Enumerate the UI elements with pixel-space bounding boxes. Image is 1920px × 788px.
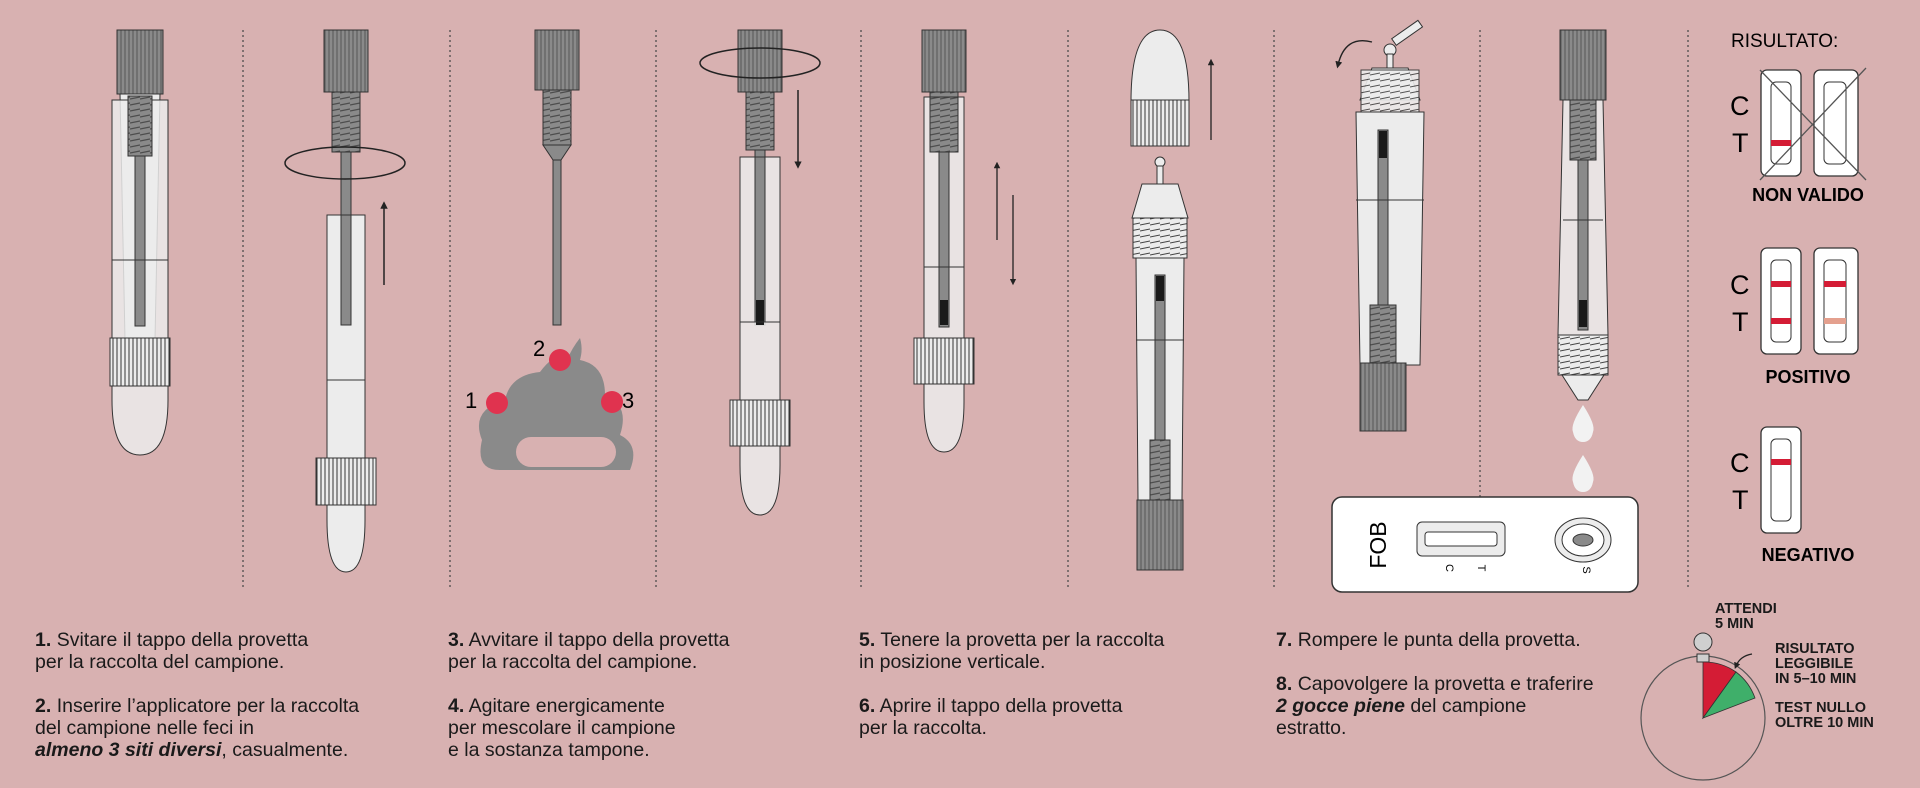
step-2-emphasis: almeno 3 siti diversi [35,739,222,761]
timer-readable-line-2: LEGGIBILE [1775,656,1853,672]
applicator-stool-illustration: 1 2 3 [465,29,634,470]
positive-t-letter: T [1732,307,1749,337]
step-8-tail: del campione [1404,695,1527,717]
procedure-diagram: 1 2 3 [109,19,1867,593]
step-6-number: 6. [859,695,876,717]
rotate-arrow-icon [699,47,821,79]
drop-1-icon [1572,405,1594,442]
instructions-col-3: 5. Tenere la provetta per la raccolta in… [859,629,1249,739]
negative-c-letter: C [1730,448,1750,478]
invalid-t-letter: T [1732,128,1749,158]
step-1-line-1: Svitare il tappo della provetta [56,629,309,651]
tube-dropping-illustration [1557,29,1609,492]
timer-readable-line-1: RISULTATO [1775,641,1854,657]
step-6-line-1: Aprire il tappo della provetta [879,695,1123,717]
instructions-col-1: 1. Svitare il tappo della provetta per l… [35,629,415,761]
tube-cap-removal-illustration [1130,29,1215,571]
step-8-number: 8. [1276,673,1293,695]
step-4-line-2: per mescolare il campione [448,717,676,739]
step-2-line-2: del campione nelle feci in [35,717,254,739]
sample-site-1-dot [486,392,508,414]
negative-t-letter: T [1732,485,1749,515]
step-6-line-2: per la raccolta. [859,717,987,739]
invalid-c-letter: C [1730,91,1750,121]
sample-site-1-label: 1 [465,388,477,413]
step-3-line-1: Avvitare il tappo della provetta [468,629,730,651]
stopwatch-icon [1640,632,1766,781]
step-2-tail: , casualmente. [221,739,349,761]
step-4-line-3: e la sostanza tampone. [448,739,650,761]
timer-void-line-2: OLTRE 10 MIN [1775,715,1874,731]
sample-site-3-label: 3 [622,388,634,413]
device-t-mark: T [1475,565,1487,572]
results-panel: RISULTATO: C T NON VALIDO C T POSITIVO C… [1730,31,1867,565]
device-label: FOB [1365,521,1391,568]
step-8-line-1: Capovolgere la provetta e traferire [1297,673,1594,695]
negative-label: NEGATIVO [1762,545,1855,565]
step-5-line-1: Tenere la provetta per la raccolta [880,629,1165,651]
tube-closed-illustration [109,29,171,456]
fob-test-device: FOB C T S [1331,496,1639,593]
drop-2-icon [1572,455,1594,492]
readable-sector [1701,671,1756,719]
instructions-col-2: 3. Avvitare il tappo della provetta per … [448,629,828,761]
step-3-number: 3. [448,629,465,651]
step-4-line-1: Agitare energicamente [468,695,665,717]
curved-arrow-icon [1335,40,1373,69]
step-5-number: 5. [859,629,876,651]
results-title: RISULTATO: [1731,31,1838,52]
step-7-number: 7. [1276,629,1293,651]
step-1-line-2: per la raccolta del campione. [35,651,285,673]
instructions-col-4: 7. Rompere le punta della provetta. 8. C… [1276,629,1656,739]
readable-arrow-icon [1734,653,1753,670]
tube-opening-illustration [284,29,406,573]
tube-closing-illustration [699,29,821,516]
invalid-label: NON VALIDO [1752,185,1864,205]
tube-tip-break-illustration [1335,19,1425,432]
sample-site-2-label: 2 [533,336,545,361]
step-5-line-2: in posizione verticale. [859,651,1046,673]
step-3-line-2: per la raccolta del campione. [448,651,698,673]
device-s-mark: S [1580,566,1592,573]
step-8-emphasis: 2 gocce piene [1276,695,1405,717]
step-7-line-1: Rompere le punta della provetta. [1297,629,1581,651]
positive-label: POSITIVO [1765,367,1850,387]
step-1-number: 1. [35,629,52,651]
timer-void-line-1: TEST NULLO [1775,700,1866,716]
timer-readable-line-3: IN 5–10 MIN [1775,671,1856,687]
stool-icon [478,338,634,470]
positive-c-letter: C [1730,270,1750,300]
timer-wait-line-2: 5 MIN [1715,616,1754,632]
rotate-arrow-icon [284,146,406,180]
step-4-number: 4. [448,695,465,717]
invalid-cross-icon [1759,67,1867,181]
step-2-line-1: Inserire l’applicatore per la raccolta [56,695,360,717]
sample-site-3-dot [601,391,623,413]
device-c-mark: C [1443,564,1455,572]
step-8-line-3: estratto. [1276,717,1347,739]
timer-diagram: ATTENDI 5 MIN RISULTATO LEGGIBILE IN 5–1… [1640,601,1874,781]
step-2-number: 2. [35,695,52,717]
tube-shaking-illustration [913,29,1017,453]
sample-site-2-dot [549,349,571,371]
timer-wait-line-1: ATTENDI [1715,601,1777,617]
